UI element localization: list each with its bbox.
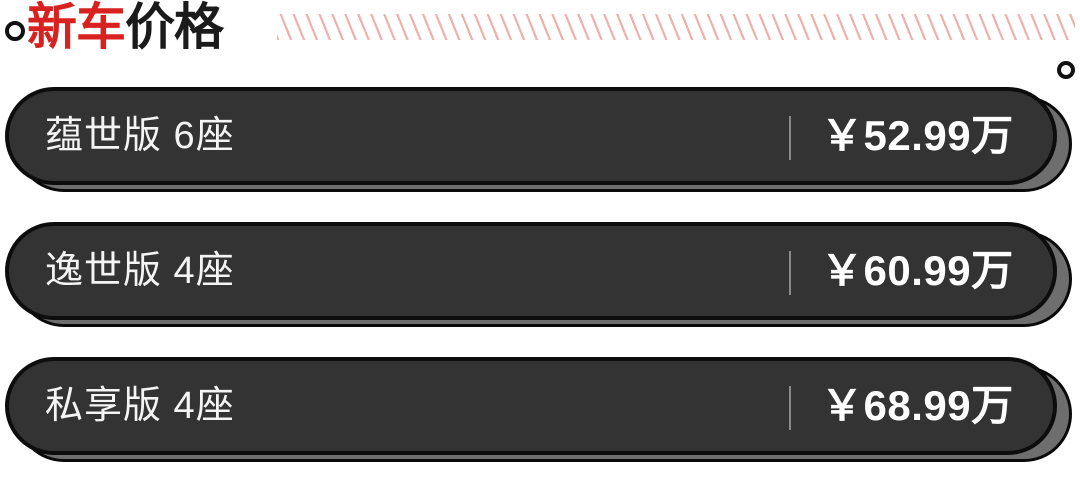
price-row[interactable]: 蕴世版 6座 ￥52.99万 (0, 86, 1080, 221)
page-title-highlight: 新车 (27, 0, 126, 55)
ring-bullet-icon-secondary (1057, 61, 1075, 79)
trim-price: ￥68.99万 (821, 382, 1014, 429)
trim-price: ￥60.99万 (821, 247, 1014, 294)
price-pill[interactable]: 私享版 4座 ￥68.99万 (5, 357, 1057, 455)
price-row[interactable]: 逸世版 4座 ￥60.99万 (0, 221, 1080, 356)
price-pill[interactable]: 逸世版 4座 ￥60.99万 (5, 222, 1057, 320)
page-header: 新车价格 (0, 0, 1080, 79)
trim-name: 逸世版 4座 (45, 250, 235, 292)
pill-divider (789, 251, 791, 295)
trim-name: 蕴世版 6座 (45, 115, 235, 157)
ring-bullet-icon (5, 21, 25, 41)
diagonal-stripes-decoration (277, 14, 1075, 40)
price-row[interactable]: 私享版 4座 ￥68.99万 (0, 356, 1080, 476)
page-title: 新车价格 (27, 0, 224, 56)
trim-name: 私享版 4座 (45, 385, 235, 427)
price-pill[interactable]: 蕴世版 6座 ￥52.99万 (5, 87, 1057, 185)
pill-divider (789, 116, 791, 160)
pill-divider (789, 386, 791, 430)
trim-price: ￥52.99万 (821, 112, 1014, 159)
page-title-rest: 价格 (125, 0, 224, 55)
price-list: 蕴世版 6座 ￥52.99万 逸世版 4座 ￥60.99万 私享版 4座 ￥68… (0, 86, 1080, 476)
